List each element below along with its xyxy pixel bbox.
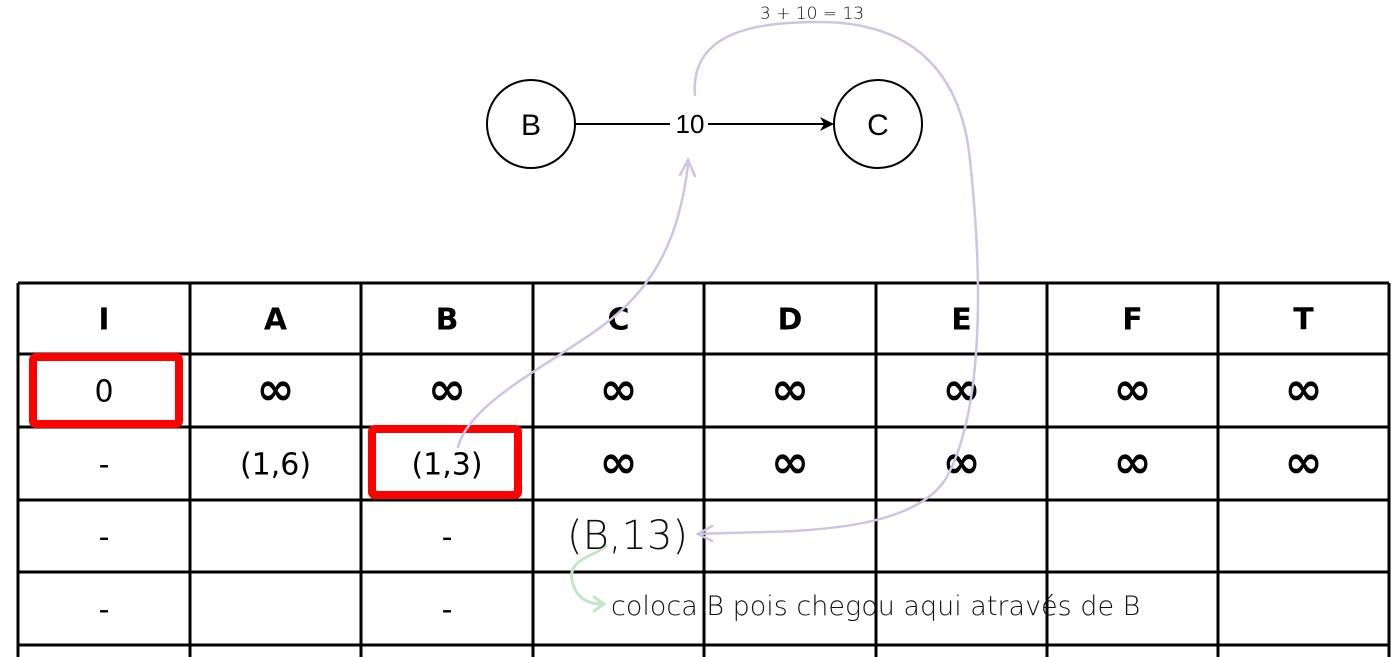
table-cell: - xyxy=(99,448,110,483)
table-header-d: D xyxy=(778,303,803,338)
table-cell: ∞ xyxy=(1284,362,1322,416)
table-header-c: C xyxy=(607,303,629,338)
handwritten-new-value: (B,13) xyxy=(567,513,688,559)
arrow-b-to-weight-head xyxy=(678,157,697,178)
table-cell: - xyxy=(442,520,453,555)
table-cell: ∞ xyxy=(599,435,637,489)
table-cell: 0 xyxy=(94,375,113,410)
arrow-b-to-weight xyxy=(456,163,690,449)
arrow-sum-to-cell-head xyxy=(695,524,714,543)
table-header-t: T xyxy=(1293,303,1314,338)
table-cell: ∞ xyxy=(1113,435,1151,489)
table-cell: ∞ xyxy=(256,362,294,416)
table-header-b: B xyxy=(436,303,459,338)
graph-node-b-label: B xyxy=(521,109,541,142)
table-cell: ∞ xyxy=(1284,435,1322,489)
table-header-i: I xyxy=(98,303,109,338)
graph-node-b xyxy=(486,79,576,169)
table-grid xyxy=(16,281,1391,657)
graph-node-c xyxy=(833,79,923,169)
arrow-sum-to-cell xyxy=(693,20,980,536)
highlight-box-i-zero xyxy=(29,353,183,428)
sum-annotation: 3 + 10 = 13 xyxy=(760,4,864,24)
annotation-arrows: 3 + 10 = 13 xyxy=(456,4,980,543)
table-header-e: E xyxy=(951,303,972,338)
table-cell: - xyxy=(442,593,453,628)
table-header-a: A xyxy=(264,303,288,338)
table-cell: (1,3) xyxy=(411,448,482,483)
table-cell: ∞ xyxy=(771,435,809,489)
note-arrow-path xyxy=(570,544,608,606)
table-cell: ∞ xyxy=(1113,362,1151,416)
table-cell: ∞ xyxy=(428,362,466,416)
note-arrow-head xyxy=(592,595,607,613)
table-cell: - xyxy=(99,520,110,555)
handwritten-note: coloca B pois chegou aqui através de B xyxy=(611,591,1140,622)
note-arrow xyxy=(570,544,608,613)
table-cell: ∞ xyxy=(599,362,637,416)
graph-edge-weight: 10 xyxy=(676,109,705,139)
graph: B C 10 xyxy=(486,79,923,169)
table-header-f: F xyxy=(1122,303,1143,338)
highlight-box-b-value xyxy=(368,425,522,499)
table-cell: (1,6) xyxy=(240,448,311,483)
table-cell: ∞ xyxy=(771,362,809,416)
graph-node-c-label: C xyxy=(867,109,889,142)
table-cell: - xyxy=(99,593,110,628)
